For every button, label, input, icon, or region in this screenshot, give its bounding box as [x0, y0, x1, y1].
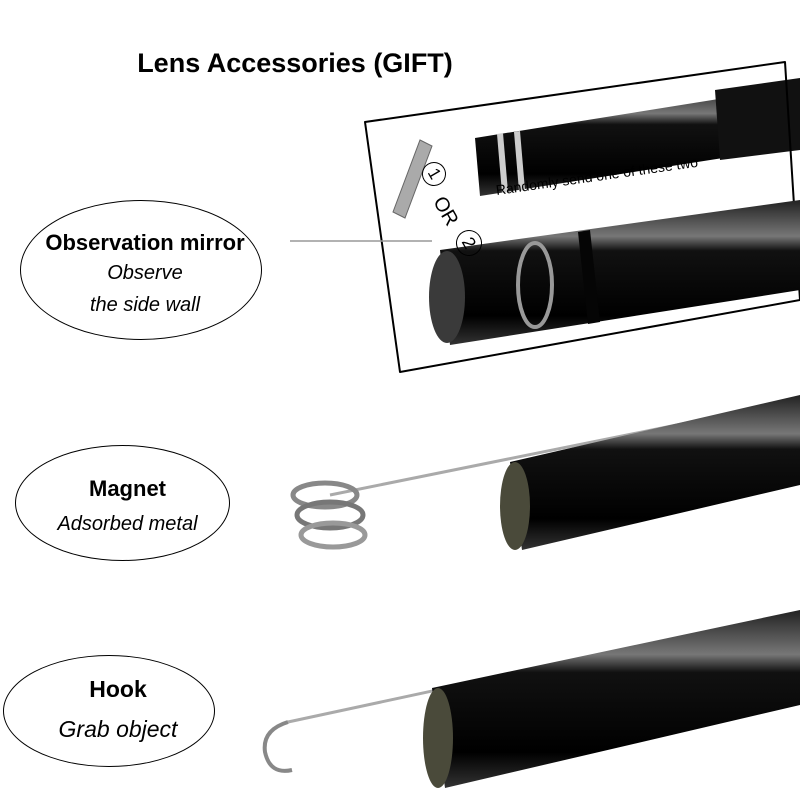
hook-label-ellipse	[3, 655, 215, 767]
mirror-desc-line2: the side wall	[89, 294, 201, 316]
magnet-pen-image	[329, 395, 800, 550]
mirror-pen-image	[429, 200, 800, 345]
mirror-options-box	[364, 61, 800, 373]
mirror-desc-line1: Observe	[107, 262, 183, 284]
hook-image	[262, 720, 293, 773]
hook-pen-image	[287, 610, 800, 788]
magnet-label-ellipse	[15, 445, 230, 561]
magnet-desc: Adsorbed metal	[57, 513, 198, 535]
hook-name: Hook	[89, 676, 147, 702]
magnet-name: Magnet	[89, 476, 166, 501]
page-title: Lens Accessories (GIFT)	[137, 48, 453, 78]
magnet-image	[290, 480, 368, 550]
top-pen-image	[475, 78, 800, 196]
mirror-clip-image	[392, 139, 433, 219]
mirror-label-ellipse	[20, 200, 262, 340]
mirror-name: Observation mirror	[45, 230, 245, 255]
hook-desc: Grab object	[58, 716, 178, 742]
